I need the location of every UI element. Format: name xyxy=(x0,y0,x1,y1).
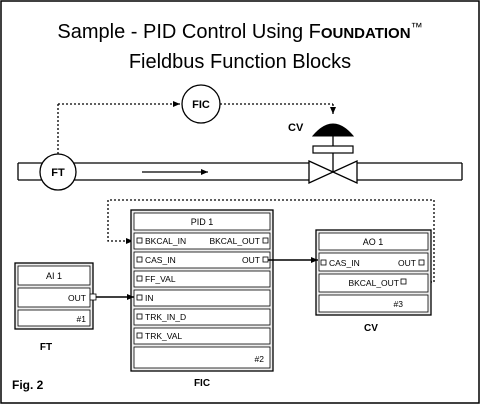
pid-bkcal-out-port: BKCAL_OUT xyxy=(209,236,260,246)
ao-out-port: OUT xyxy=(398,258,416,268)
pid-in-port: IN xyxy=(145,293,154,303)
ai-block-name: AI 1 xyxy=(46,271,62,281)
process-pipe xyxy=(17,162,463,181)
ai-out-port: OUT xyxy=(68,293,86,303)
bkcal-feedback-line xyxy=(107,199,435,283)
ai-block-caption: FT xyxy=(40,342,52,353)
figure-label: Fig. 2 xyxy=(12,378,44,392)
pid-block-id: #2 xyxy=(255,354,265,364)
pid-block xyxy=(130,209,274,372)
ao-block-name: AO 1 xyxy=(363,237,384,247)
ao-block xyxy=(315,229,432,316)
pid-trk-in-d-port: TRK_IN_D xyxy=(145,312,186,322)
ao-block-id: #3 xyxy=(394,299,404,309)
pid-cas-in-port: CAS_IN xyxy=(145,255,176,265)
ai-block xyxy=(14,262,97,330)
cv-label: CV xyxy=(288,122,304,134)
ao-bkcal-out-port: BKCAL_OUT xyxy=(348,278,399,288)
ft-bubble-label: FT xyxy=(51,167,65,179)
title-line-1: Sample - PID Control Using FOUNDATION™ xyxy=(57,20,422,43)
fic-bubble-label: FIC xyxy=(192,99,210,111)
ao-block-caption: CV xyxy=(364,323,378,334)
pid-ff-val-port: FF_VAL xyxy=(145,274,176,284)
ao-cas-in-port: CAS_IN xyxy=(329,258,360,268)
control-valve-icon xyxy=(308,123,358,185)
title-line-2: Fieldbus Function Blocks xyxy=(129,51,351,73)
ai-block-id: #1 xyxy=(77,314,87,324)
pid-block-caption: FIC xyxy=(194,378,210,389)
pid-block-name: PID 1 xyxy=(191,217,214,227)
pid-bkcal-in-port: BKCAL_IN xyxy=(145,236,186,246)
pid-trk-val-port: TRK_VAL xyxy=(145,331,182,341)
pid-out-port: OUT xyxy=(242,255,260,265)
